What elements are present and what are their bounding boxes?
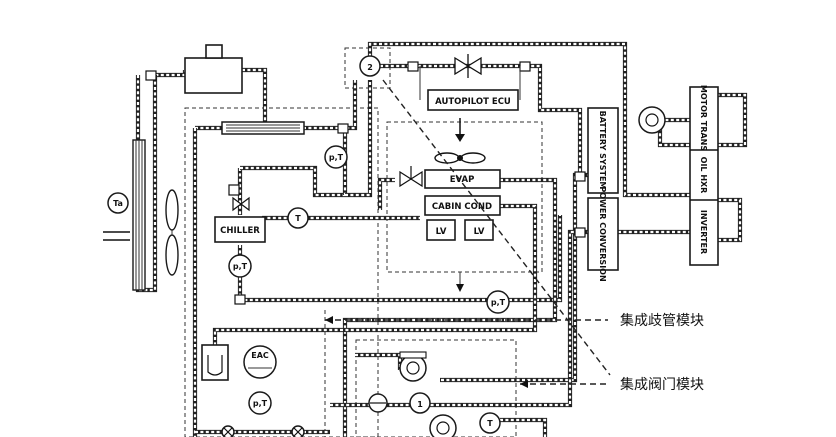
coolant-reservoir <box>184 44 243 94</box>
oil-hxr-label: OIL HXR <box>699 157 708 194</box>
valve-node-1: 1 <box>409 392 431 414</box>
drive-unit: MOTOR TRANS OIL HXR INVERTER <box>689 85 719 266</box>
t-sensor-bottom: T <box>479 412 501 434</box>
liquid-cooled-condenser <box>221 121 305 135</box>
cabin-condenser: CABIN COND <box>424 195 501 216</box>
coolant-pump-lower <box>429 414 457 437</box>
battery-system-label: BATTERY SYSTEM <box>598 111 607 190</box>
svg-text:T: T <box>295 214 301 223</box>
motor-trans-label: MOTOR TRANS <box>699 85 708 151</box>
evap-label: EVAP <box>450 175 475 185</box>
cabin-outlet-arrow-icon <box>456 272 464 292</box>
pt-sensor-chiller: p,T <box>228 254 252 278</box>
coolant-pump-upper <box>399 351 427 382</box>
svg-text:p,T: p,T <box>329 153 344 162</box>
lv-right-label: LV <box>474 227 485 237</box>
power-conversion: POWER CONVERSION <box>587 186 619 282</box>
front-radiator <box>132 139 146 291</box>
chiller: CHILLER <box>214 216 266 243</box>
evaporator: EVAP <box>424 169 501 189</box>
pt-sensor-upper: p,T <box>324 145 348 169</box>
valve-arrow-icon <box>520 380 528 388</box>
bottom-valve-right-icon <box>291 425 305 437</box>
node-2-label: 2 <box>367 63 373 72</box>
valve-node-2: 2 <box>359 55 381 77</box>
top-expansion-valve-icon <box>454 54 482 78</box>
pt-sensor-line: p,T <box>486 290 510 314</box>
lv-left: LV <box>426 219 456 241</box>
t-sensor-chiller: T <box>287 207 309 229</box>
oil-pump-icon <box>638 106 666 134</box>
cabin-cond-label: CABIN COND <box>432 202 492 212</box>
svg-text:p,T: p,T <box>253 399 268 408</box>
electric-ac-compressor: EAC <box>243 345 277 379</box>
eac-label: EAC <box>251 351 269 360</box>
valve-region-boundary <box>355 339 517 437</box>
autopilot-ecu-label: AUTOPILOT ECU <box>435 97 511 107</box>
manifold-module-annotation: 集成歧管模块 <box>620 312 704 329</box>
lv-left-label: LV <box>436 227 447 237</box>
radiator-fan-icon <box>165 189 179 276</box>
ambient-temp-sensor: Ta <box>107 192 129 214</box>
tee-fittings <box>145 61 586 305</box>
power-conversion-label: POWER CONVERSION <box>598 186 607 281</box>
evap-expansion-valve-icon <box>399 166 423 188</box>
check-valve-icon <box>368 393 388 413</box>
ta-label: Ta <box>113 199 123 208</box>
svg-text:p,T: p,T <box>233 262 248 271</box>
inlet-arrows <box>103 231 130 241</box>
battery-system: BATTERY SYSTEM <box>587 107 619 194</box>
pt-sensor-eac: p,T <box>248 391 272 415</box>
cabin-blower-icon <box>434 118 486 164</box>
cabin-region-boundary <box>386 121 543 273</box>
manifold-arrow-icon <box>325 316 333 324</box>
manifold-region-boundary <box>184 107 379 437</box>
accumulator <box>201 344 229 381</box>
inverter-label: INVERTER <box>699 210 708 254</box>
autopilot-ecu: AUTOPILOT ECU <box>419 66 521 111</box>
chiller-label: CHILLER <box>220 226 260 236</box>
svg-text:T: T <box>487 419 493 428</box>
svg-text:p,T: p,T <box>491 298 506 307</box>
valve-module-leader-line <box>382 79 611 376</box>
bottom-valve-left-icon <box>221 425 235 437</box>
valve-module-annotation: 集成阀门模块 <box>620 376 704 393</box>
node-1-label: 1 <box>417 400 423 409</box>
lv-right: LV <box>464 219 494 241</box>
chiller-expansion-valve-icon <box>228 184 250 212</box>
